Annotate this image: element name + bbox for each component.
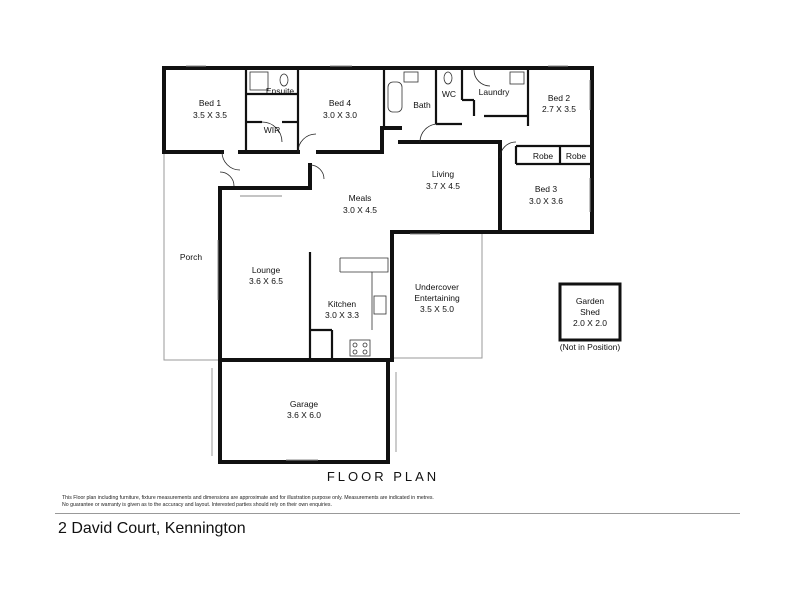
- living-name: Living: [432, 169, 454, 179]
- room-labels: Bed 1 3.5 X 3.5 Ensuite WIR Bed 4 3.0 X …: [180, 86, 621, 484]
- bed2-name: Bed 2: [548, 93, 570, 103]
- kitchen-cooktop: [349, 339, 371, 357]
- windows: [186, 65, 591, 461]
- laundry-name: Laundry: [479, 87, 510, 97]
- door-swings: [219, 69, 517, 187]
- wc-toilet: [443, 71, 453, 85]
- bed4-name: Bed 4: [329, 98, 351, 108]
- bed1-dims: 3.5 X 3.5: [193, 110, 227, 120]
- entertaining-outline: [392, 232, 483, 359]
- living-dims: 3.7 X 4.5: [426, 181, 460, 191]
- garage-name: Garage: [290, 399, 319, 409]
- entertaining-name-line1: Undercover: [415, 282, 459, 292]
- kitchen-dims: 3.0 X 3.3: [325, 310, 359, 320]
- bath-vanity: [403, 71, 419, 83]
- meals-name: Meals: [349, 193, 372, 203]
- bed1-name: Bed 1: [199, 98, 221, 108]
- bed3-dims: 3.0 X 3.6: [529, 196, 563, 206]
- divider-rule: [55, 513, 740, 514]
- lounge-name: Lounge: [252, 265, 281, 275]
- interior-partitions: [244, 68, 592, 360]
- outdoor-outlines: [163, 152, 483, 456]
- shed-note: (Not in Position): [560, 342, 621, 352]
- kitchen-name: Kitchen: [328, 299, 357, 309]
- kitchen-sink: [373, 295, 387, 315]
- ensuite-toilet: [279, 73, 289, 87]
- porch-outline: [163, 152, 218, 361]
- bed3-name: Bed 3: [535, 184, 557, 194]
- ensuite-shower: [249, 71, 269, 91]
- bed2-dims: 2.7 X 3.5: [542, 104, 576, 114]
- robe1-name: Robe: [533, 151, 554, 161]
- laundry-trough: [509, 71, 525, 85]
- wc-name: WC: [442, 89, 456, 99]
- shed-name-line1: Garden: [576, 296, 605, 306]
- fixtures: [249, 71, 525, 357]
- robe2-name: Robe: [566, 151, 587, 161]
- bathtub: [387, 81, 403, 113]
- disclaimer-line-2: No guarantee or warranty is given as to …: [62, 502, 332, 508]
- property-address: 2 David Court, Kennington: [58, 520, 246, 537]
- walls: [162, 66, 594, 464]
- meals-dims: 3.0 X 4.5: [343, 205, 377, 215]
- porch-name: Porch: [180, 252, 202, 262]
- plan-title: FLOOR PLAN: [327, 469, 439, 484]
- lounge-dims: 3.6 X 6.5: [249, 276, 283, 286]
- shed-dims: 2.0 X 2.0: [573, 318, 607, 328]
- bath-name: Bath: [413, 100, 431, 110]
- disclaimer-line-1: This Floor plan including furniture, fix…: [62, 495, 434, 501]
- bed4-dims: 3.0 X 3.0: [323, 110, 357, 120]
- garden-shed: [558, 282, 622, 342]
- garage-dims: 3.6 X 6.0: [287, 410, 321, 420]
- entertaining-name-line2: Entertaining: [414, 293, 460, 303]
- wir-name: WIR: [264, 125, 281, 135]
- kitchen-bench: [340, 257, 389, 330]
- ensuite-name: Ensuite: [266, 86, 295, 96]
- entertaining-dims: 3.5 X 5.0: [420, 304, 454, 314]
- shed-name-line2: Shed: [580, 307, 600, 317]
